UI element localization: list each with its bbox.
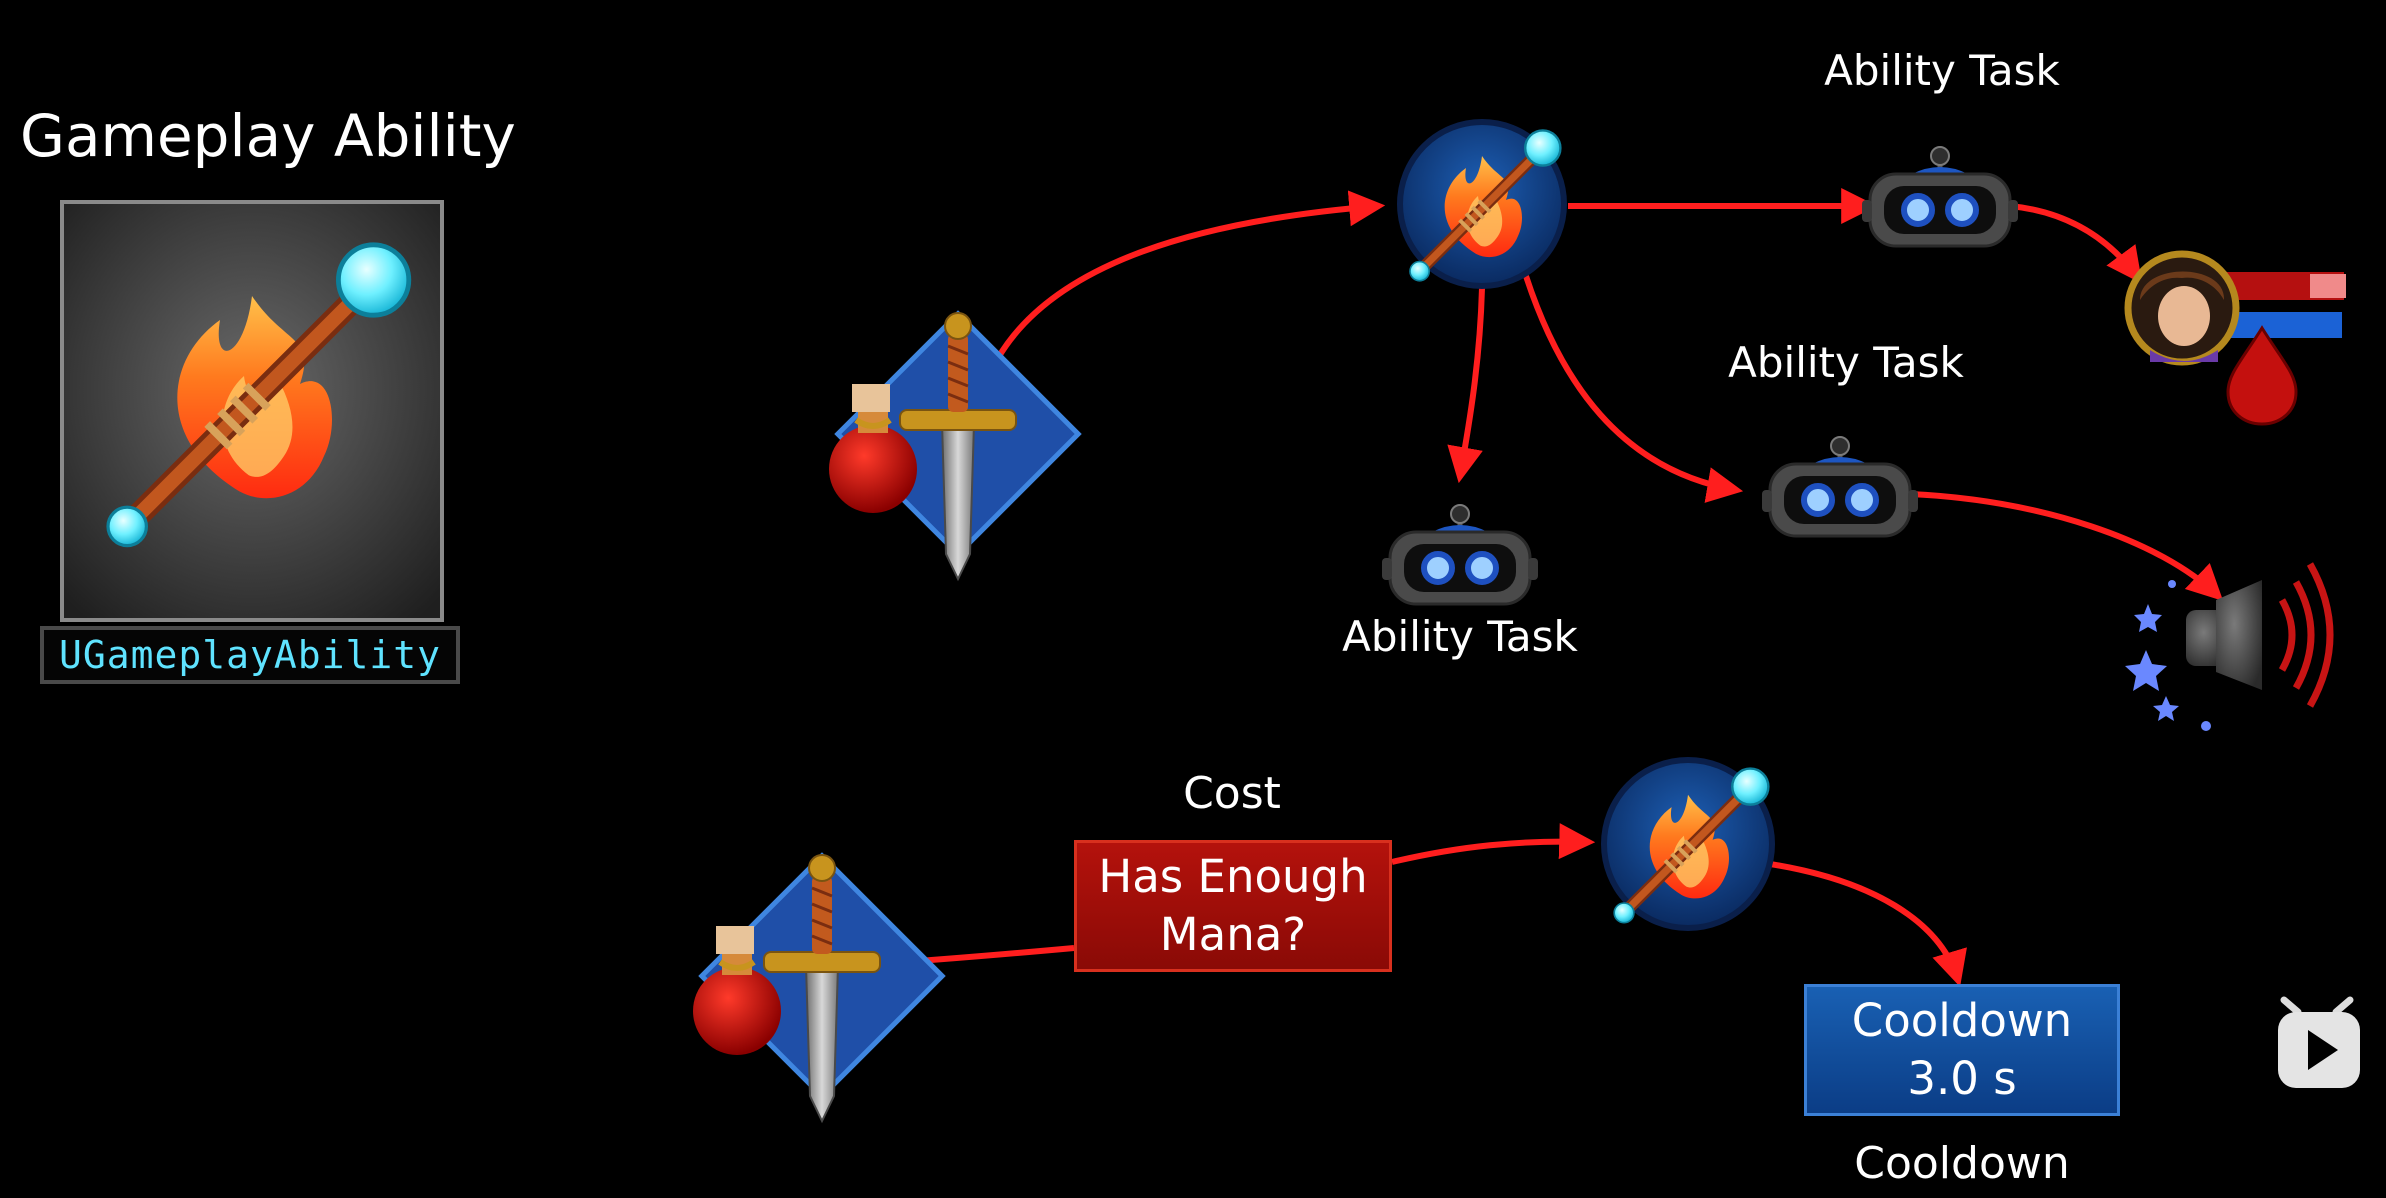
arrow-ability-to-cooldown	[1769, 861, 1967, 987]
bilibili-tv-icon	[2278, 996, 2360, 1088]
ability-orb-bottom	[1601, 757, 1775, 931]
arrow-task-top-to-target	[2009, 203, 2143, 284]
arrow-ability-to-task-mid	[1523, 275, 1744, 503]
robot-icon	[1862, 147, 2018, 246]
arrow-ability-to-task-bottom	[1447, 287, 1485, 484]
page-title: Gameplay Ability	[20, 102, 516, 170]
ability-orb-top	[1397, 119, 1567, 289]
cooldown-label: Cooldown	[1854, 1138, 2070, 1189]
arrow-cost-to-ability	[1391, 823, 1596, 865]
cooldown-line-2: 3.0 s	[1907, 1052, 2017, 1105]
cost-line-2: Mana?	[1159, 908, 1307, 961]
cost-label: Cost	[1183, 768, 1281, 819]
ability-icon-panel	[60, 200, 444, 622]
flow-arrows	[904, 188, 2224, 987]
sword-potion-icon	[829, 313, 1078, 579]
ability-task-label-top: Ability Task	[1824, 46, 2060, 95]
class-name-label: UGameplayAbility	[40, 626, 460, 684]
cooldown-box: Cooldown 3.0 s	[1804, 984, 2120, 1116]
ability-task-label-bottom: Ability Task	[1342, 612, 1578, 661]
arrow-activate-to-ability	[995, 190, 1386, 360]
cooldown-line-1: Cooldown	[1851, 994, 2073, 1047]
ability-task-label-mid: Ability Task	[1728, 338, 1964, 387]
cost-check-box: Has Enough Mana?	[1074, 840, 1392, 972]
sword-potion-icon	[693, 855, 942, 1121]
character-portrait-icon	[2124, 250, 2346, 426]
arrow-task-mid-to-sound	[1909, 491, 2224, 601]
robot-icon	[1382, 505, 1538, 604]
speaker-icon	[2125, 562, 2334, 731]
robot-icon	[1762, 437, 1918, 536]
arrow-activate-to-cost	[904, 945, 1075, 965]
cost-line-1: Has Enough	[1098, 850, 1368, 903]
